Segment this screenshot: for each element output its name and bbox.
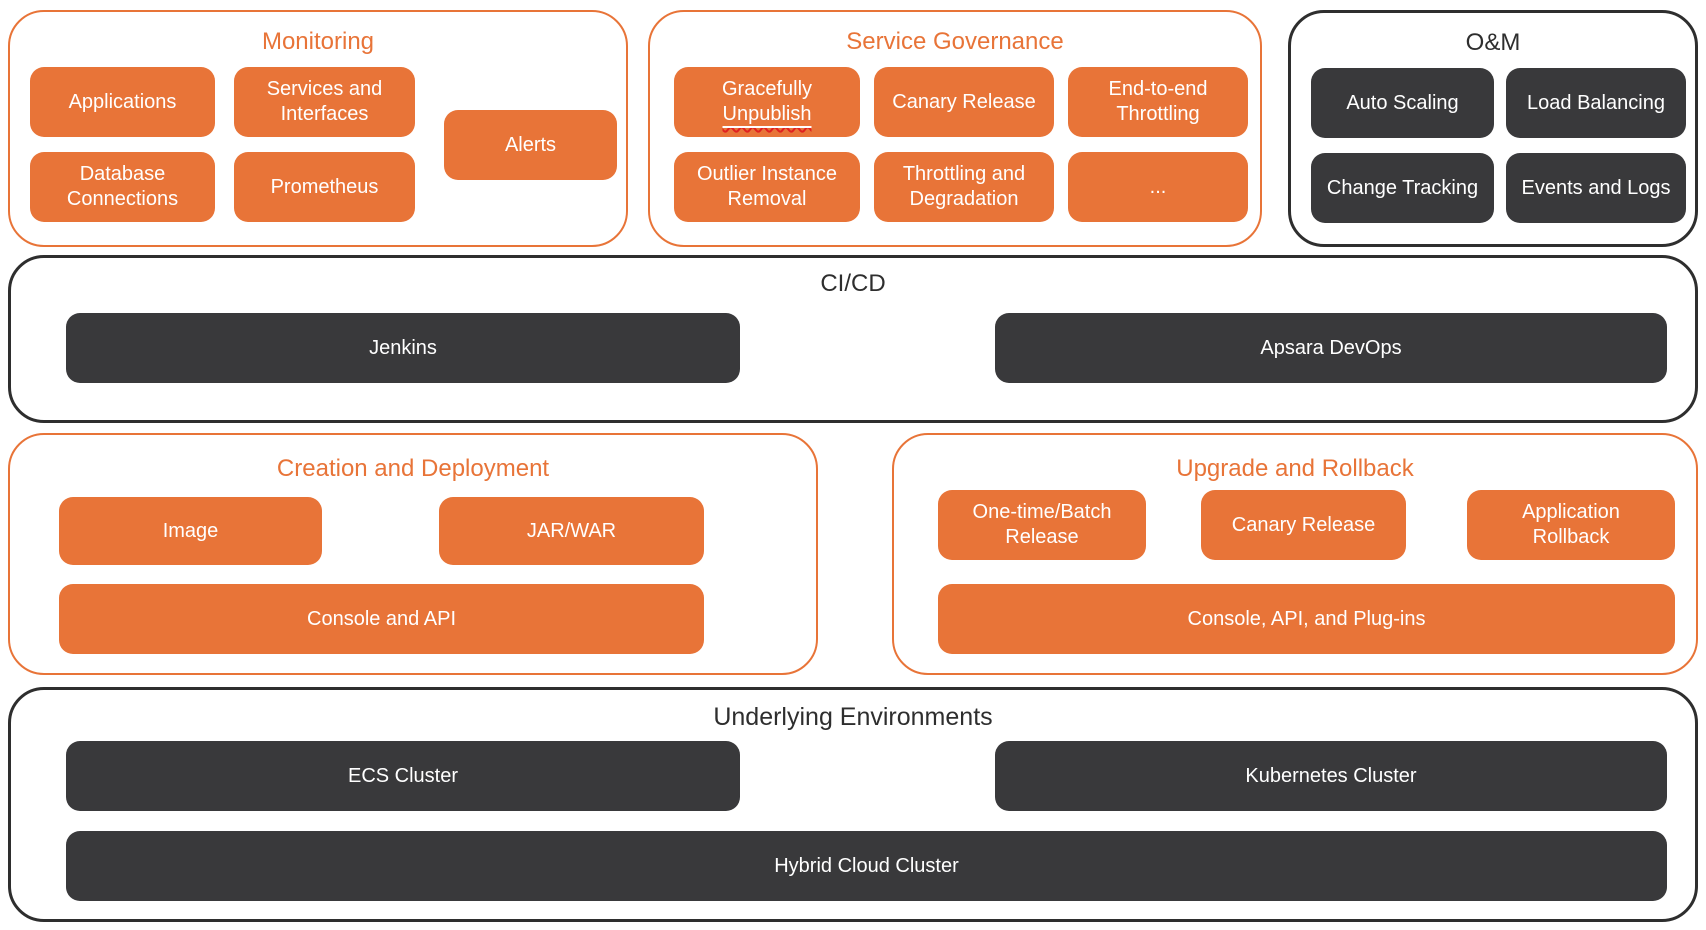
- node-console-and-api: Console and API: [59, 584, 704, 654]
- node-apsara-devops: Apsara DevOps: [995, 313, 1667, 383]
- upgrade-rollback-title: Upgrade and Rollback: [1176, 455, 1414, 482]
- om-title: O&M: [1465, 29, 1521, 56]
- node-console-api-plugins: Console, API, and Plug-ins: [938, 584, 1675, 654]
- gracefully-word: Gracefully: [721, 78, 813, 100]
- node-events-and-logs: Events and Logs: [1506, 153, 1686, 223]
- cicd-title: CI/CD: [820, 270, 886, 297]
- node-canary-release-2: Canary Release: [1201, 490, 1406, 560]
- underlying-environments-title: Underlying Environments: [713, 703, 993, 731]
- upgrade-rollback-section: Upgrade and Rollback One-time/Batch Rele…: [892, 433, 1698, 675]
- node-end-to-end-throttling: End-to-end Throttling: [1068, 67, 1248, 137]
- creation-deployment-title: Creation and Deployment: [276, 455, 550, 482]
- node-services-and-interfaces: Services and Interfaces: [234, 67, 415, 137]
- monitoring-title: Monitoring: [261, 28, 375, 55]
- service-governance-section: Service Governance Gracefully Unpublish …: [648, 10, 1262, 247]
- node-kubernetes-cluster: Kubernetes Cluster: [995, 741, 1667, 811]
- node-alerts: Alerts: [444, 110, 617, 180]
- node-hybrid-cloud-cluster: Hybrid Cloud Cluster: [66, 831, 1667, 901]
- node-auto-scaling: Auto Scaling: [1311, 68, 1494, 138]
- cicd-section: CI/CD Jenkins Apsara DevOps: [8, 255, 1698, 423]
- node-prometheus: Prometheus: [234, 152, 415, 222]
- node-gracefully-unpublish: Gracefully Unpublish: [674, 67, 860, 137]
- node-change-tracking: Change Tracking: [1311, 153, 1494, 223]
- creation-deployment-section: Creation and Deployment Image JAR/WAR Co…: [8, 433, 818, 675]
- node-jar-war: JAR/WAR: [439, 497, 704, 565]
- node-image: Image: [59, 497, 322, 565]
- node-database-connections: Database Connections: [30, 152, 215, 222]
- node-applications: Applications: [30, 67, 215, 137]
- node-canary-release: Canary Release: [874, 67, 1054, 137]
- unpublish-word-spellcheck-squiggle: Unpublish: [722, 103, 812, 125]
- service-governance-title: Service Governance: [846, 28, 1064, 55]
- underlying-environments-section: Underlying Environments ECS Cluster Kube…: [8, 687, 1698, 922]
- node-ecs-cluster: ECS Cluster: [66, 741, 740, 811]
- node-jenkins: Jenkins: [66, 313, 740, 383]
- node-throttling-and-degradation: Throttling and Degradation: [874, 152, 1054, 222]
- node-one-time-batch-release: One-time/Batch Release: [938, 490, 1146, 560]
- node-outlier-instance-removal: Outlier Instance Removal: [674, 152, 860, 222]
- node-ellipsis-more: ...: [1068, 152, 1248, 222]
- monitoring-section: Monitoring Applications Services and Int…: [8, 10, 628, 247]
- om-section: O&M Auto Scaling Load Balancing Change T…: [1288, 10, 1698, 247]
- node-load-balancing: Load Balancing: [1506, 68, 1686, 138]
- node-application-rollback: Application Rollback: [1467, 490, 1675, 560]
